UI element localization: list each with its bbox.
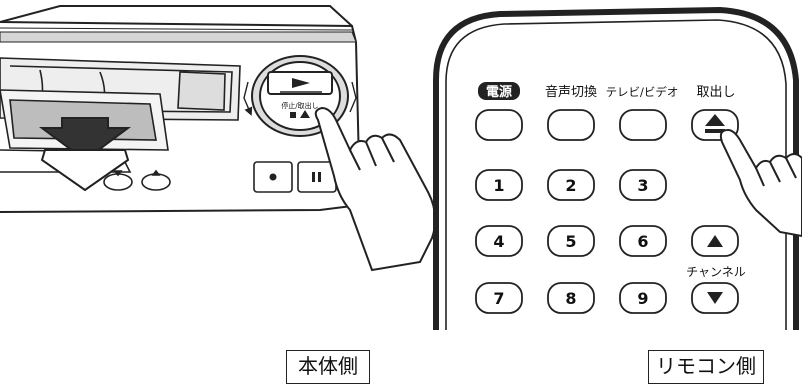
number-key-2[interactable]	[547, 169, 595, 201]
record-dot-icon	[269, 173, 277, 181]
channel-label: チャンネル	[686, 265, 746, 279]
number-key-8[interactable]	[547, 282, 595, 314]
number-key-4[interactable]	[475, 225, 523, 257]
play-triangle-icon	[292, 78, 310, 88]
tracking-up-button[interactable]	[141, 173, 171, 191]
channel-down-icon	[707, 292, 723, 304]
eject-icon	[705, 114, 725, 133]
remote-caption: リモコン側	[648, 350, 764, 384]
vcr-caption: 本体側	[286, 350, 370, 384]
number-key-label: 8	[565, 289, 576, 308]
audio-switch-button[interactable]	[547, 109, 595, 141]
channel-up-icon	[707, 235, 723, 247]
power-label: 電源	[486, 84, 512, 100]
tv-video-label: テレビ/ビデオ	[606, 85, 679, 99]
number-key-5[interactable]	[547, 225, 595, 257]
number-key-label: 3	[637, 176, 648, 195]
pause-icon	[312, 172, 321, 182]
pointing-hand-icon	[314, 106, 437, 272]
number-key-label: 9	[637, 289, 648, 308]
power-label-badge	[478, 82, 520, 100]
stop-square-icon	[290, 112, 296, 118]
number-key-label: 4	[493, 232, 504, 251]
number-key-3[interactable]	[619, 169, 667, 201]
power-button[interactable]	[475, 109, 523, 141]
number-key-7[interactable]	[475, 282, 523, 314]
audio-switch-label: 音声切換	[545, 84, 597, 100]
number-key-label: 2	[565, 176, 576, 195]
pointing-hand-icon	[719, 128, 802, 238]
tv-video-button[interactable]	[619, 109, 667, 141]
eject-label: 停止/取出し	[281, 101, 318, 110]
number-key-label: 5	[565, 232, 576, 251]
number-key-9[interactable]	[619, 282, 667, 314]
number-key-1[interactable]	[475, 169, 523, 201]
eject-top-label: 取出し	[696, 85, 735, 100]
number-key-label: 7	[493, 289, 504, 308]
number-key-label: 1	[493, 176, 504, 195]
number-key-6[interactable]	[619, 225, 667, 257]
insert-arrow-icon	[38, 117, 132, 192]
tracking-down-button[interactable]	[103, 173, 133, 191]
eject-icon	[300, 110, 310, 118]
number-key-label: 6	[637, 232, 648, 251]
